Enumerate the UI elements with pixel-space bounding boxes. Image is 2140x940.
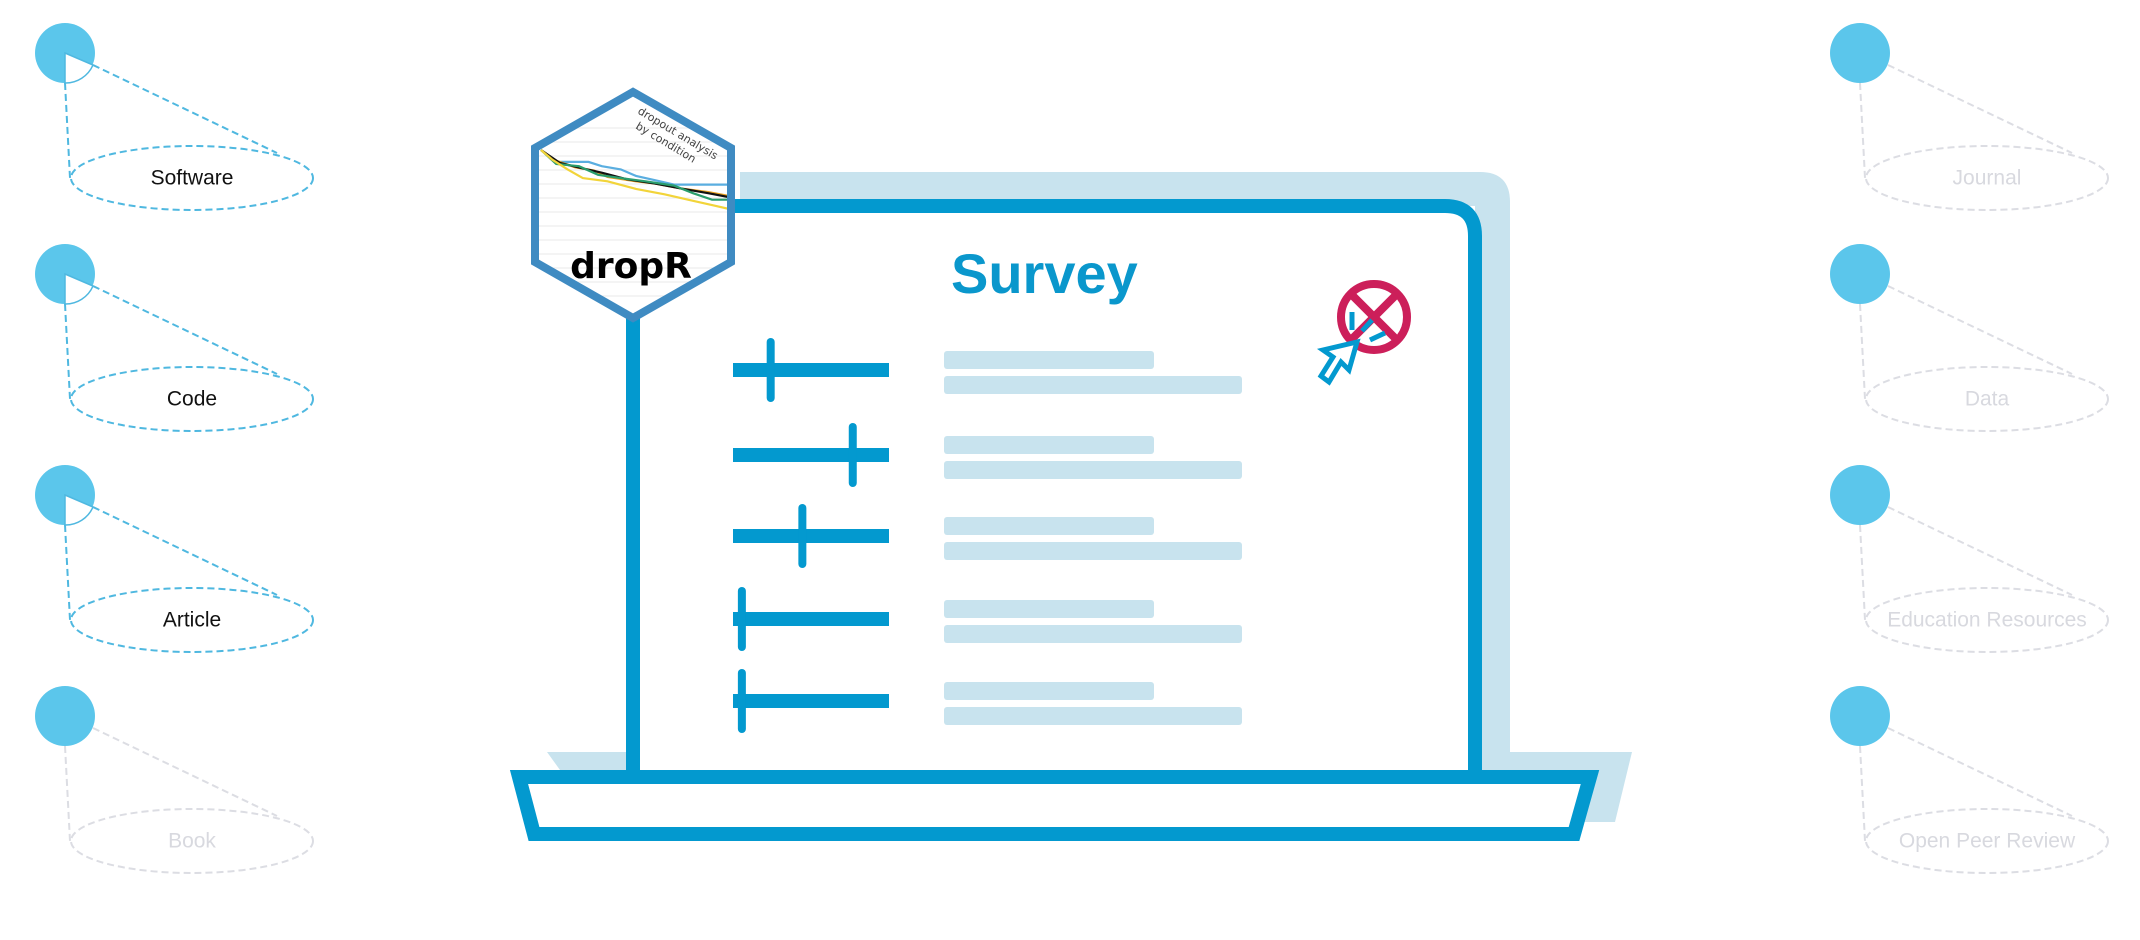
- node-ellipse: [70, 145, 314, 211]
- question-text-placeholder-long: [944, 625, 1242, 643]
- survey-slider[interactable]: [733, 504, 889, 568]
- node-ellipse: [1865, 366, 2109, 432]
- survey-row: [733, 669, 1242, 733]
- slider-track[interactable]: [733, 529, 889, 543]
- node-connector-line: [64, 82, 71, 179]
- node-dot-icon: [1830, 465, 1890, 525]
- slider-handle[interactable]: [737, 669, 746, 733]
- survey-row: [733, 587, 1242, 651]
- node-connector-line: [92, 506, 278, 596]
- node-connector-line: [64, 745, 71, 842]
- node-connector-line: [1887, 64, 2073, 154]
- slider-track[interactable]: [733, 448, 889, 462]
- survey-row: [733, 423, 1242, 487]
- node-connector-line: [1887, 506, 2073, 596]
- survey-title: Survey: [951, 242, 1138, 305]
- survey-slider[interactable]: [733, 587, 889, 651]
- survey-row: [733, 504, 1242, 568]
- slider-handle[interactable]: [798, 504, 807, 568]
- survey-row: [733, 338, 1242, 402]
- slider-track[interactable]: [733, 612, 889, 626]
- node-ellipse: [1865, 808, 2109, 874]
- survey-slider[interactable]: [733, 669, 889, 733]
- node-dot-icon: [1830, 244, 1890, 304]
- node-dot-icon: [35, 686, 95, 746]
- survey-slider[interactable]: [733, 423, 889, 487]
- node-item-education-resources[interactable]: Education Resources: [1830, 465, 2109, 653]
- node-connector-line: [64, 524, 71, 621]
- dropout-curves: [540, 149, 731, 211]
- laptop-illustration: [509, 172, 1632, 841]
- hex-border: [531, 87, 735, 323]
- node-item-article[interactable]: Article: [35, 465, 314, 653]
- question-text-placeholder-short: [944, 436, 1154, 454]
- node-label: Software: [151, 167, 234, 190]
- node-item-book[interactable]: Book: [35, 686, 314, 874]
- click-burst-lines: [1349, 312, 1387, 343]
- node-label: Open Peer Review: [1899, 830, 2076, 853]
- forbidden-circle: [1337, 280, 1411, 354]
- slider-handle[interactable]: [766, 338, 775, 402]
- slider-handle[interactable]: [737, 587, 746, 651]
- survey-slider[interactable]: [733, 338, 889, 402]
- survey-question-list: [733, 338, 1242, 733]
- forbidden-cursor-icon: [1316, 280, 1411, 386]
- node-connector-line: [64, 303, 71, 400]
- question-text-placeholder-long: [944, 707, 1242, 725]
- question-text-placeholder-short: [944, 517, 1154, 535]
- laptop-screen-border: [626, 199, 1482, 772]
- node-label: Code: [167, 388, 217, 411]
- node-dot-icon: [1830, 23, 1890, 83]
- node-connector-line: [1859, 82, 1866, 179]
- laptop-screen: [633, 206, 1475, 772]
- node-connector-line: [92, 285, 278, 375]
- node-ellipse: [70, 366, 314, 432]
- node-connector-line: [1859, 745, 1866, 842]
- question-text-placeholder-long: [944, 461, 1242, 479]
- node-item-data[interactable]: Data: [1830, 244, 2109, 432]
- node-item-software[interactable]: Software: [35, 23, 314, 211]
- question-text-placeholder-short: [944, 600, 1154, 618]
- mouse-cursor-icon: [1316, 338, 1361, 386]
- node-connector-line: [1887, 285, 2073, 375]
- question-text-placeholder-long: [944, 376, 1242, 394]
- node-label: Data: [1965, 388, 2010, 411]
- node-connector-line: [1859, 303, 1866, 400]
- node-label: Education Resources: [1887, 609, 2087, 632]
- question-text-placeholder-short: [944, 682, 1154, 700]
- dropout-curve-green: [540, 149, 731, 201]
- forbidden-cross-b: [1349, 292, 1399, 342]
- node-dot-icon: [1830, 686, 1890, 746]
- slider-handle[interactable]: [848, 423, 857, 487]
- node-connector-line: [92, 727, 278, 817]
- hex-gridlines: [535, 127, 731, 297]
- question-text-placeholder-long: [944, 542, 1242, 560]
- dropr-hex-logo: dropout analysis by condition dropR: [531, 87, 735, 323]
- dropout-curve-yellow: [540, 149, 731, 211]
- node-ellipse: [70, 808, 314, 874]
- node-item-code[interactable]: Code: [35, 244, 314, 432]
- node-item-open-peer-review[interactable]: Open Peer Review: [1830, 686, 2109, 874]
- node-item-journal[interactable]: Journal: [1830, 23, 2109, 211]
- node-ellipse: [1865, 587, 2109, 653]
- node-ellipse: [1865, 145, 2109, 211]
- node-label: Article: [163, 609, 221, 632]
- node-connector-line: [1859, 524, 1866, 621]
- node-label: Book: [168, 830, 216, 853]
- node-connector-line: [92, 64, 278, 154]
- slider-track[interactable]: [733, 363, 889, 377]
- slider-track[interactable]: [733, 694, 889, 708]
- hex-title: dropR: [570, 246, 692, 287]
- hex-background: [535, 92, 731, 318]
- node-connector-line: [1887, 727, 2073, 817]
- node-ellipse: [70, 587, 314, 653]
- node-label: Journal: [1953, 167, 2022, 190]
- dropout-curve-blue: [540, 149, 731, 186]
- question-text-placeholder-short: [944, 351, 1154, 369]
- laptop-base: [509, 770, 1600, 841]
